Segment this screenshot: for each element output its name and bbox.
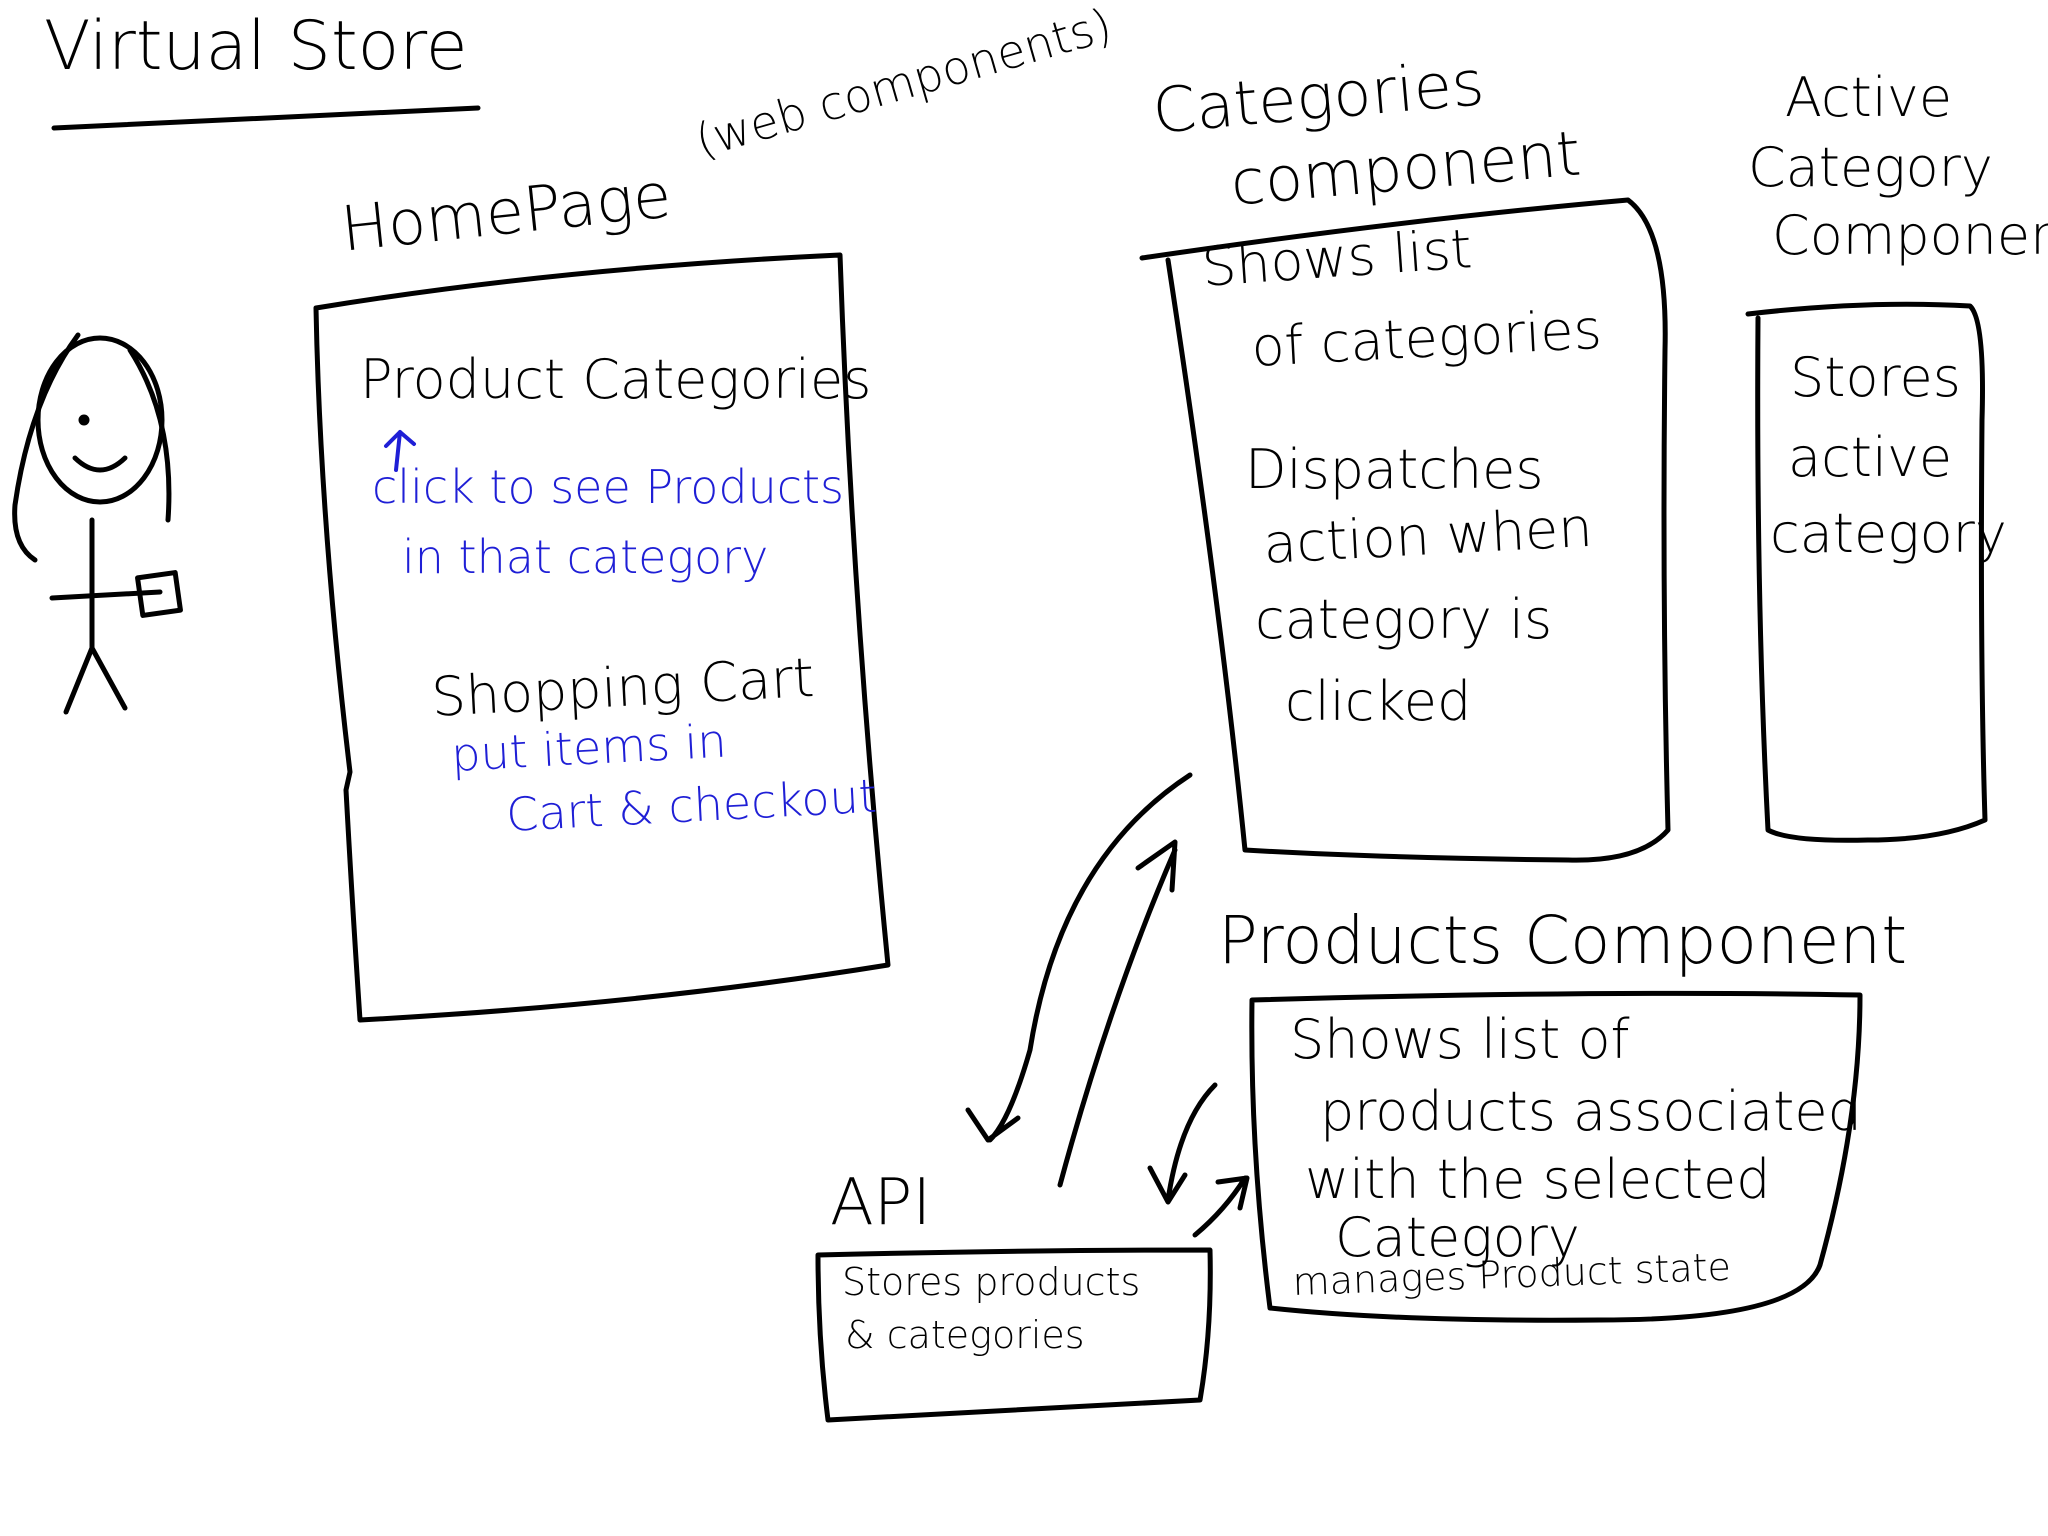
active-category-body-line-3: category <box>1770 502 2007 565</box>
active-category-title-line-3: Component <box>1772 204 2048 267</box>
arrow-api-to-categories <box>1057 839 1178 1188</box>
api-box <box>815 1247 1213 1423</box>
categories-box <box>1139 197 1671 863</box>
active-category-box <box>1745 301 1988 843</box>
api-body-line-2: & categories <box>845 1313 1085 1357</box>
arrow-products-to-api <box>1147 1082 1218 1205</box>
api-title: API <box>830 1166 932 1240</box>
categories-body-line-6: clicked <box>1285 670 1472 733</box>
product-categories-note-line-2: in that category <box>402 530 769 584</box>
products-title: Products Component <box>1218 902 1908 979</box>
up-arrow-icon <box>384 430 416 472</box>
api-body-line-1: Stores products <box>842 1260 1141 1304</box>
active-category-title-line-2: Category <box>1748 136 1993 199</box>
products-body-line-4: Category <box>1335 1206 1580 1269</box>
categories-body-line-3: Dispatches <box>1245 438 1544 501</box>
title-underline <box>51 105 481 131</box>
active-category-body-line-1: Stores <box>1790 346 1961 409</box>
active-category-body-line-2: active <box>1788 426 1953 489</box>
products-body-line-1: Shows list of <box>1290 1008 1630 1071</box>
products-body-line-3: with the selected <box>1305 1148 1771 1211</box>
products-box <box>1249 990 1863 1323</box>
categories-body-line-5: category is <box>1255 588 1553 651</box>
stick-figure-user-icon <box>12 332 183 715</box>
page-title: Virtual Store <box>44 7 468 86</box>
arrow-categories-to-api <box>965 772 1193 1143</box>
homepage-box <box>313 252 891 1023</box>
arrow-api-to-products <box>1192 1175 1250 1238</box>
active-category-title-line-1: Active <box>1785 66 1953 129</box>
product-categories-note-line-1: click to see Products <box>372 460 845 514</box>
product-categories-label: Product Categories <box>360 348 872 411</box>
products-body-line-2: products associated <box>1320 1080 1862 1143</box>
